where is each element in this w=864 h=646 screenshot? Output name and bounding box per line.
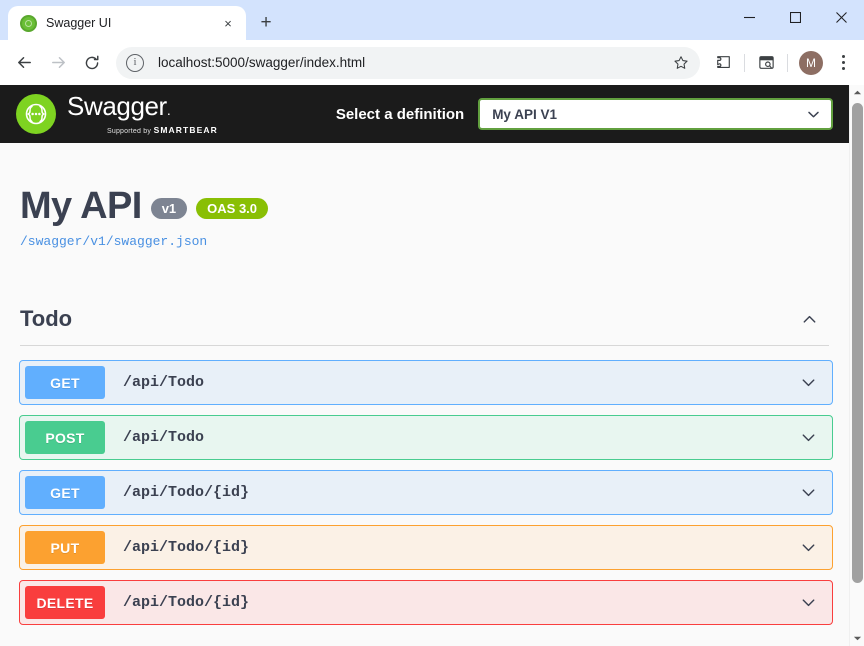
tab-close-icon[interactable]: × [224, 15, 232, 31]
reload-icon[interactable] [76, 47, 108, 79]
operation-row[interactable]: DELETE /api/Todo/{id} [19, 580, 833, 625]
chevron-up-icon[interactable] [800, 310, 829, 329]
scrollbar-thumb[interactable] [852, 103, 863, 583]
operation-row[interactable]: PUT /api/Todo/{id} [19, 525, 833, 570]
http-method-badge: GET [25, 476, 105, 509]
http-method-badge: PUT [25, 531, 105, 564]
chevron-down-icon[interactable] [799, 593, 827, 612]
page-viewport: Swagger. Supported by SMARTBEAR Select a… [0, 85, 864, 646]
swagger-favicon-icon [20, 14, 37, 32]
http-method-badge: POST [25, 421, 105, 454]
definition-select[interactable]: My API V1 [478, 98, 833, 130]
minimize-icon[interactable] [726, 0, 772, 34]
three-dot-menu-icon[interactable] [830, 48, 856, 78]
tab-title: Swagger UI [46, 16, 112, 30]
swagger-ui-page: Swagger. Supported by SMARTBEAR Select a… [0, 85, 849, 646]
operation-path: /api/Todo/{id} [123, 594, 250, 611]
url-text[interactable]: localhost:5000/swagger/index.html [158, 55, 366, 70]
scroll-up-arrow-icon[interactable] [850, 85, 864, 100]
close-window-icon[interactable] [818, 0, 864, 34]
info-circle-icon[interactable]: i [126, 53, 144, 72]
chevron-down-icon [806, 107, 821, 122]
chevron-down-icon[interactable] [799, 373, 827, 392]
swagger-wordmark: Swagger. [67, 91, 171, 121]
maximize-icon[interactable] [772, 0, 818, 34]
operation-list: GET /api/Todo POST /api/Todo GET /api/To… [0, 360, 849, 625]
tag-name: Todo [20, 306, 73, 331]
select-definition-label: Select a definition [335, 105, 465, 123]
swagger-logo-icon [16, 94, 56, 134]
tag-header-todo[interactable]: Todo [20, 306, 829, 346]
swagger-supported-by: Supported by SMARTBEAR [107, 125, 218, 135]
api-version-badge: v1 [150, 197, 188, 219]
chevron-down-icon[interactable] [799, 538, 827, 557]
tag-section-todo: Todo [0, 306, 849, 346]
forward-arrow-icon [42, 47, 74, 79]
http-method-badge: GET [25, 366, 105, 399]
operation-path: /api/Todo [123, 374, 205, 391]
page-scrollbar[interactable] [849, 85, 864, 646]
oas-version-badge: OAS 3.0 [196, 197, 269, 219]
api-info: My API v1 OAS 3.0 /swagger/v1/swagger.js… [0, 143, 849, 249]
operation-path: /api/Todo/{id} [123, 539, 250, 556]
chevron-down-icon[interactable] [799, 428, 827, 447]
definition-select-value: My API V1 [492, 106, 557, 122]
window-controls [726, 0, 864, 40]
browser-titlebar: Swagger UI × + [0, 0, 864, 40]
http-method-badge: DELETE [25, 586, 105, 619]
new-tab-button[interactable]: + [260, 12, 272, 33]
address-bar[interactable]: i localhost:5000/swagger/index.html [116, 46, 700, 79]
tab-strip: Swagger UI × + [0, 0, 280, 40]
side-panel-search-icon[interactable] [751, 48, 781, 78]
operation-path: /api/Todo/{id} [123, 484, 250, 501]
operation-row[interactable]: POST /api/Todo [19, 415, 833, 460]
toolbar-divider-2 [787, 53, 788, 72]
operation-row[interactable]: GET /api/Todo [19, 360, 833, 405]
toolbar-divider-1 [744, 53, 745, 72]
scroll-down-arrow-icon[interactable] [850, 631, 864, 646]
spec-url-link[interactable]: /swagger/v1/swagger.json [20, 234, 208, 249]
back-arrow-icon[interactable] [8, 47, 40, 79]
profile-avatar[interactable]: M [799, 50, 823, 75]
extensions-puzzle-icon[interactable] [708, 48, 738, 78]
browser-tab-swagger-ui[interactable]: Swagger UI × [8, 6, 246, 40]
operation-row[interactable]: GET /api/Todo/{id} [19, 470, 833, 515]
api-title: My API [20, 185, 142, 227]
browser-toolbar: i localhost:5000/swagger/index.html M [0, 40, 864, 85]
operation-path: /api/Todo [123, 429, 205, 446]
bookmark-star-icon[interactable] [668, 50, 694, 76]
swagger-topbar: Swagger. Supported by SMARTBEAR Select a… [0, 85, 849, 143]
chevron-down-icon[interactable] [799, 483, 827, 502]
swagger-logo[interactable]: Swagger. Supported by SMARTBEAR [16, 93, 218, 135]
